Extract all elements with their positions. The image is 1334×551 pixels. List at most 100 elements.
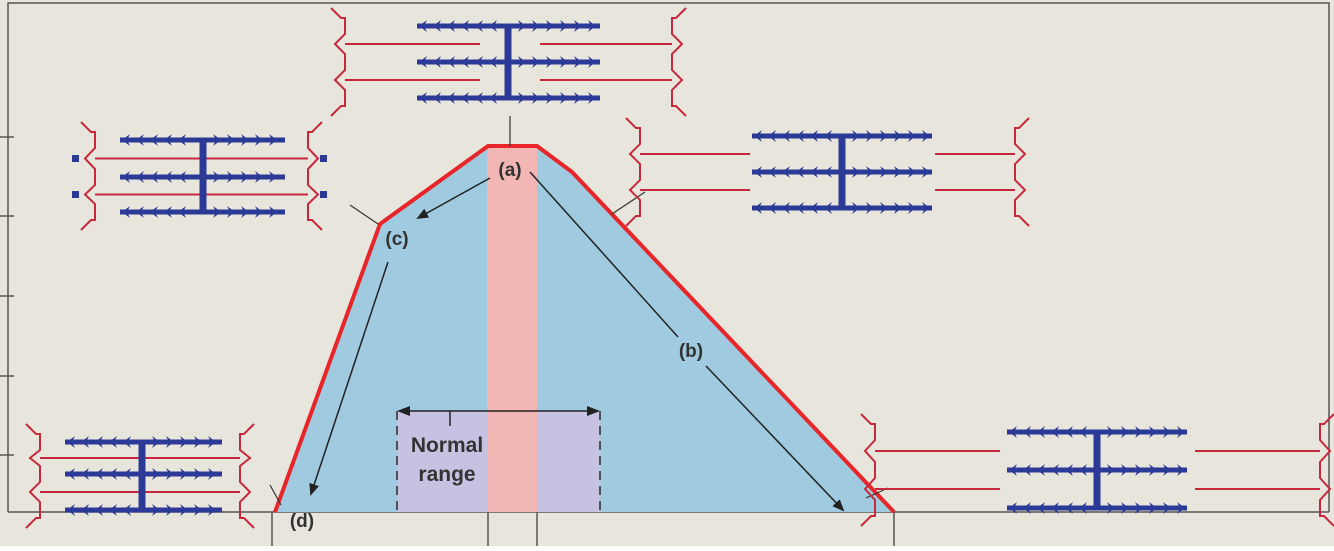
normal-range-label-line2: range [418, 463, 475, 486]
myosin-head [1149, 464, 1157, 476]
myosin-head [532, 56, 540, 68]
myosin-head [109, 504, 117, 516]
myosin-head [1023, 502, 1031, 514]
myosin-head [255, 206, 263, 218]
myosin-head [95, 468, 103, 480]
myosin-head [213, 206, 221, 218]
myosin-head [178, 171, 186, 183]
myosin-head [164, 134, 172, 146]
myosin-head [447, 56, 455, 68]
myosin-head [166, 436, 174, 448]
myosin-head [1149, 502, 1157, 514]
myosin-head [122, 206, 130, 218]
myosin-head [824, 166, 832, 178]
myosin-head [796, 166, 804, 178]
myosin-head [852, 202, 860, 214]
myosin-head [166, 504, 174, 516]
myosin-head [1037, 502, 1045, 514]
myosin-head [894, 166, 902, 178]
myosin-head [419, 20, 427, 32]
point-labels: (a) (b) (c) (d) Normal range [290, 160, 703, 532]
myosin-head [164, 171, 172, 183]
myosin-head [475, 92, 483, 104]
myosin-head [588, 20, 596, 32]
myosin-head [227, 134, 235, 146]
myosin-head [1177, 464, 1185, 476]
length-tension-curve [273, 144, 896, 514]
myosin-head [123, 504, 131, 516]
sarcomere-diagrams [25, 7, 1334, 529]
myosin-head [518, 92, 526, 104]
myosin-head [1163, 426, 1171, 438]
leader-left-lower [269, 484, 282, 506]
myosin-head [67, 468, 75, 480]
myosin-head [461, 56, 469, 68]
myosin-head [810, 202, 818, 214]
z-disc [860, 413, 876, 527]
z-disc [80, 121, 96, 231]
myosin-head [1107, 502, 1115, 514]
myosin-head [178, 206, 186, 218]
myosin-head [447, 92, 455, 104]
myosin-head [922, 130, 930, 142]
arrow-a-to-c [416, 177, 491, 219]
myosin-head [1135, 464, 1143, 476]
myosin-head [241, 134, 249, 146]
leader-left-upper [349, 204, 379, 225]
myosin-head [768, 130, 776, 142]
myosin-head [1051, 502, 1059, 514]
myosin-head [782, 130, 790, 142]
z-disc [625, 117, 641, 227]
myosin-head [152, 504, 160, 516]
normal-range-label-line1: Normal [411, 434, 483, 457]
sarcomere-icon [330, 7, 687, 117]
normal-range-bracket [396, 406, 601, 512]
myosin-head [1023, 426, 1031, 438]
myosin-head [922, 166, 930, 178]
label-d: (d) [290, 511, 314, 532]
arrow-a-to-b-lower [705, 365, 845, 512]
myosin-head [150, 134, 158, 146]
arrow-c-to-d [309, 261, 389, 496]
z-disc [25, 423, 41, 529]
y-axis-ticks [0, 136, 14, 456]
myosin-head [95, 436, 103, 448]
myosin-head [1065, 426, 1073, 438]
myosin-head [150, 171, 158, 183]
myosin-head [227, 206, 235, 218]
myosin-head [768, 202, 776, 214]
myosin-head [109, 468, 117, 480]
filament-end [72, 191, 79, 198]
myosin-head [1135, 502, 1143, 514]
myosin-head [208, 436, 216, 448]
sarcomere-icon [625, 117, 1030, 227]
myosin-head [754, 166, 762, 178]
myosin-head [67, 504, 75, 516]
myosin-head [810, 130, 818, 142]
myosin-head [782, 202, 790, 214]
z-disc [1319, 413, 1334, 527]
myosin-head [1121, 502, 1129, 514]
myosin-head [852, 130, 860, 142]
optimal-length-band [487, 146, 537, 512]
myosin-head [866, 166, 874, 178]
myosin-head [180, 436, 188, 448]
myosin-head [574, 56, 582, 68]
myosin-head [255, 171, 263, 183]
myosin-head [123, 468, 131, 480]
filament-end [72, 155, 79, 162]
myosin-head [866, 130, 874, 142]
myosin-head [546, 92, 554, 104]
normal-range-arrow-left [397, 406, 410, 416]
myosin-head [241, 171, 249, 183]
myosin-head [852, 166, 860, 178]
myosin-head [489, 92, 497, 104]
myosin-head [1009, 464, 1017, 476]
myosin-head [1079, 426, 1087, 438]
myosin-head [433, 56, 441, 68]
myosin-head [560, 20, 568, 32]
myosin-head [419, 92, 427, 104]
myosin-head [1079, 502, 1087, 514]
myosin-head [1079, 464, 1087, 476]
